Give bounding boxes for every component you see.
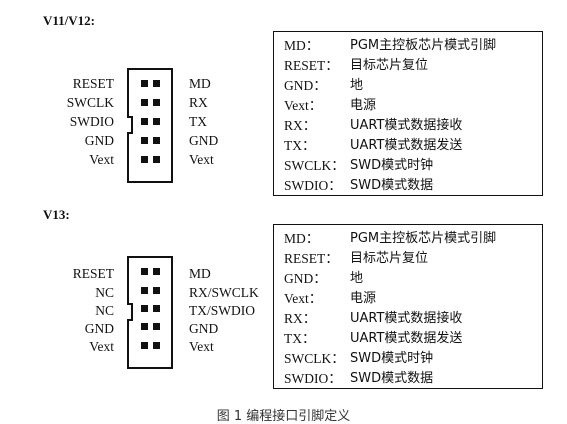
desc-key: SWDIO： <box>284 178 342 193</box>
header-pin <box>141 323 148 330</box>
header-pin <box>153 305 160 312</box>
desc-value: UART模式数据发送 <box>350 331 463 346</box>
header-pin <box>153 156 160 163</box>
pin-label-right: TX <box>189 114 207 129</box>
desc-value: UART模式数据接收 <box>350 311 463 326</box>
header-pin <box>141 80 148 87</box>
section-title-v11-v12: V11/V12: <box>43 13 95 28</box>
desc-key: RX： <box>284 311 317 326</box>
pin-label-left: SWCLK <box>66 95 114 110</box>
pin-label-left: SWDIO <box>69 114 114 129</box>
pin-label-left: RESET <box>72 76 114 91</box>
header-pin <box>141 342 148 349</box>
header-pin <box>153 342 160 349</box>
desc-key: Vext： <box>284 98 323 113</box>
connector-key-notch <box>127 116 133 134</box>
desc-value: 目标芯片复位 <box>350 251 429 266</box>
pin-label-right: TX/SWDIO <box>189 303 255 318</box>
header-pin <box>141 156 148 163</box>
header-pin <box>153 323 160 330</box>
pin-header-connector <box>127 256 173 369</box>
header-pin <box>141 305 148 312</box>
pin-label-left: GND <box>84 321 114 336</box>
desc-key: SWCLK： <box>284 351 345 366</box>
pin-description-box: MD： PGM主控板芯片模式引脚 RESET： 目标芯片复位 GND： 地 Vext：… <box>273 224 543 389</box>
desc-value: SWD模式数据 <box>350 178 434 193</box>
desc-value: SWD模式时钟 <box>350 351 434 366</box>
pin-header-connector <box>127 68 173 183</box>
desc-key: RX： <box>284 118 317 133</box>
header-pin <box>153 287 160 294</box>
desc-value: 电源 <box>350 291 377 306</box>
desc-key: RESET： <box>284 251 339 266</box>
pin-label-right: Vext <box>189 339 214 354</box>
pin-label-right: MD <box>189 266 211 281</box>
desc-key: GND： <box>284 271 327 286</box>
desc-value: UART模式数据接收 <box>350 118 463 133</box>
desc-value: SWD模式时钟 <box>350 158 434 173</box>
connector-key-notch <box>127 303 133 321</box>
pin-label-right: Vext <box>189 152 214 167</box>
pin-label-left: Vext <box>89 152 114 167</box>
desc-key: GND： <box>284 78 327 93</box>
header-pin <box>153 118 160 125</box>
desc-value: 地 <box>350 78 364 93</box>
desc-value: SWD模式数据 <box>350 371 434 386</box>
header-pin <box>153 80 160 87</box>
desc-value: 目标芯片复位 <box>350 58 429 73</box>
desc-value: 电源 <box>350 98 377 113</box>
header-pin <box>141 99 148 106</box>
header-pin <box>141 287 148 294</box>
pin-label-right: RX/SWCLK <box>189 285 259 300</box>
pin-label-right: GND <box>189 133 219 148</box>
desc-key: MD： <box>284 38 320 53</box>
header-pin <box>141 137 148 144</box>
desc-value: PGM主控板芯片模式引脚 <box>350 231 497 246</box>
desc-value: 地 <box>350 271 364 286</box>
figure-caption: 图 1 编程接口引脚定义 <box>216 409 351 424</box>
header-pin <box>141 118 148 125</box>
header-pin <box>153 268 160 275</box>
desc-value: PGM主控板芯片模式引脚 <box>350 38 497 53</box>
pin-label-left: RESET <box>72 266 114 281</box>
header-pin <box>153 99 160 106</box>
desc-key: TX： <box>284 331 316 346</box>
desc-key: MD： <box>284 231 320 246</box>
desc-key: TX： <box>284 138 316 153</box>
pin-label-right: GND <box>189 321 219 336</box>
pin-label-left: NC <box>95 303 114 318</box>
pin-label-right: RX <box>189 95 208 110</box>
desc-value: UART模式数据发送 <box>350 138 463 153</box>
desc-key: RESET： <box>284 58 339 73</box>
pin-label-left: Vext <box>89 339 114 354</box>
desc-key: Vext： <box>284 291 323 306</box>
pin-label-left: GND <box>84 133 114 148</box>
desc-key: SWDIO： <box>284 371 342 386</box>
header-pin <box>153 137 160 144</box>
pin-description-box: MD： PGM主控板芯片模式引脚 RESET： 目标芯片复位 GND： 地 Vext：… <box>273 31 543 196</box>
header-pin <box>141 268 148 275</box>
desc-key: SWCLK： <box>284 158 345 173</box>
section-title-v13: V13: <box>43 207 70 222</box>
pin-label-left: NC <box>95 285 114 300</box>
pin-label-right: MD <box>189 76 211 91</box>
